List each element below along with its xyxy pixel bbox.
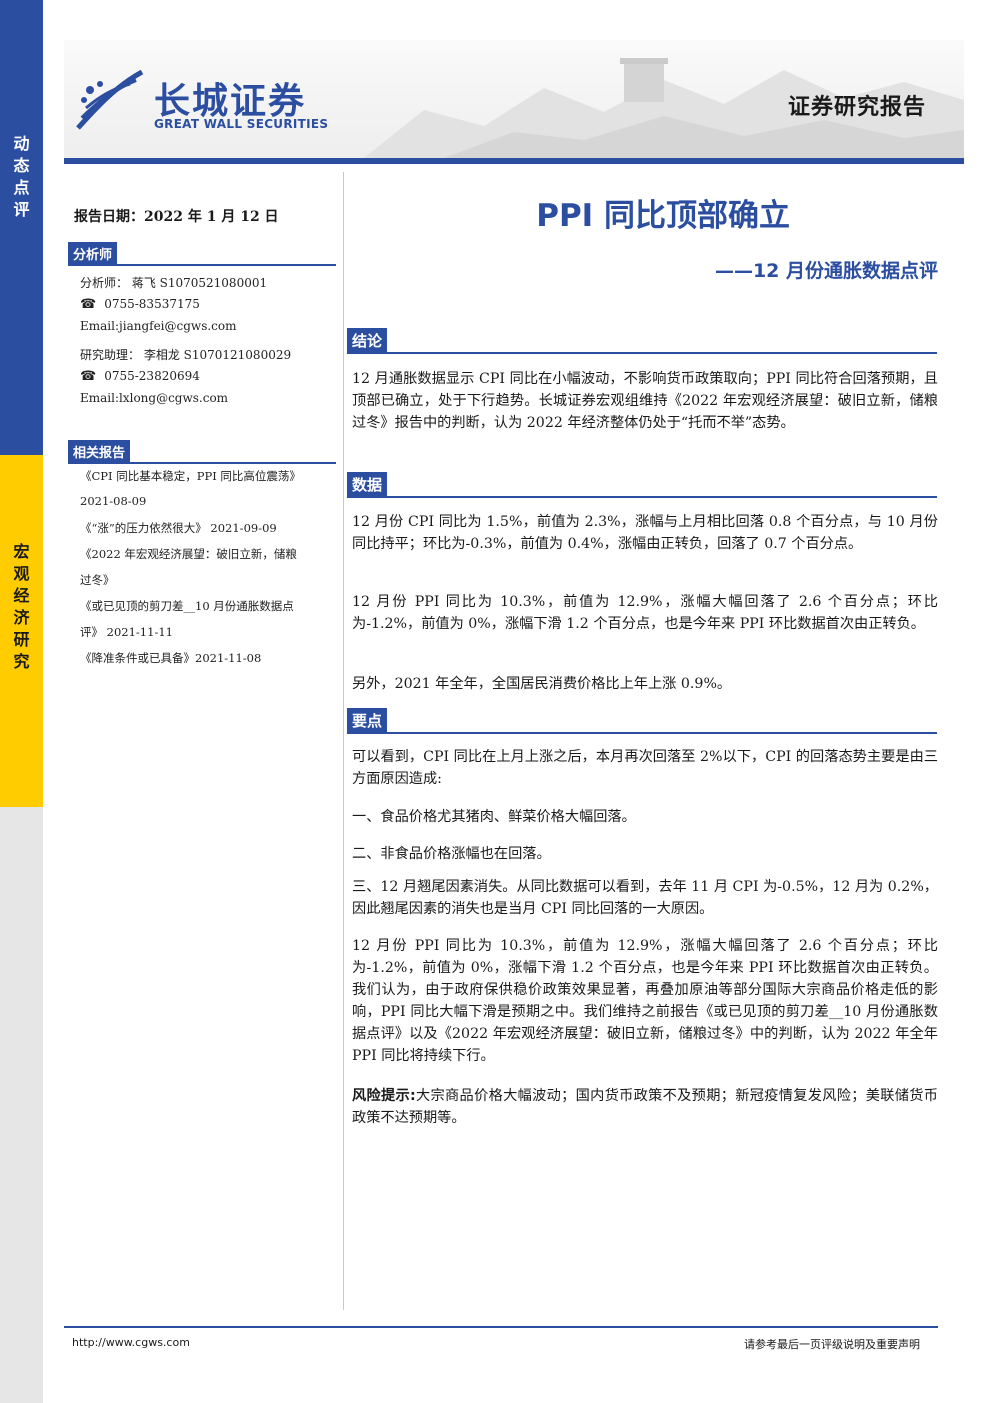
sidebar-subject-label: 宏观经济研究 [13,542,30,671]
sidebar-subject-block [0,455,43,807]
header-rule [64,158,964,164]
analyst-phone: ☎0755-83537175 [80,297,200,312]
analyst-email: Email:jiangfei@cgws.com [80,319,237,333]
analyst-name: 分析师： 蒋飞 S1070521080001 [80,276,268,290]
related-report-item: 评》 2021-11-11 [80,625,173,639]
risk-warning: 风险提示:大宗商品价格大幅波动；国内货币政策不及预期；新冠疫情复发风险；美联储货… [352,1085,938,1129]
sidebar-category-block [0,0,43,455]
data-paragraph-annual: 另外，2021 年全年，全国居民消费价格比上年上涨 0.9%。 [352,676,732,692]
sidebar-category-label: 动态点评 [13,134,30,219]
related-report-item: 《CPI 同比基本稳定，PPI 同比高位震荡》 [80,469,301,483]
points-section-tag: 要点 [347,708,937,734]
related-report-item: 《或已见顶的剪刀差__10 月份通胀数据点 [80,599,294,613]
risk-warning-label: 风险提示: [352,1088,416,1104]
data-paragraph-ppi: 12 月份 PPI 同比为 10.3%，前值为 12.9%，涨幅大幅回落了 2.… [352,594,938,632]
report-title: PPI 同比顶部确立 [536,198,790,234]
conclusion-paragraph: 12 月通胀数据显示 CPI 同比在小幅波动，不影响货币政策取向；PPI 同比符… [352,371,938,431]
related-report-item: 2021-08-09 [80,494,147,508]
logo-en-text: GREAT WALL SECURITIES [154,117,329,131]
related-report-item: 过冬》 [80,573,115,587]
points-paragraph-ppi: 12 月份 PPI 同比为 10.3%，前值为 12.9%，涨幅大幅回落了 2.… [352,938,938,1064]
assistant-phone: ☎0755-23820694 [80,369,200,384]
conclusion-section-tag: 结论 [347,328,937,354]
report-date: 报告日期：2022 年 1 月 12 日 [74,209,279,225]
phone-icon: ☎ [80,369,97,384]
analyst-section-tag: 分析师 [68,242,336,266]
related-report-item: 《“涨”的压力依然很大》 2021-09-09 [80,521,277,535]
points-paragraph-nonfood: 二、非食品价格涨幅也在回落。 [352,846,551,862]
footer-disclaimer-note: 请参考最后一页评级说明及重要声明 [744,1338,920,1351]
great-wall-logo-icon [76,69,144,130]
related-report-item: 《降准条件或已具备》2021-11-08 [80,651,262,665]
risk-warning-text: 大宗商品价格大幅波动；国内货币政策不及预期；新冠疫情复发风险；美联储货币政策不达… [352,1088,938,1126]
data-section-tag: 数据 [347,472,937,498]
assistant-name: 研究助理： 李相龙 S1070121080029 [80,348,292,362]
assistant-email: Email:lxlong@cgws.com [80,391,229,405]
report-subtitle: ——12 月份通胀数据点评 [714,260,938,282]
logo-cn-text: 长城证券 [154,81,307,122]
great-wall-landscape-image [64,40,964,158]
points-paragraph-intro: 可以看到，CPI 同比在上月上涨之后，本月再次回落至 2%以下，CPI 的回落态… [352,749,938,787]
footer-rule [64,1326,938,1328]
footer-url-link[interactable]: http://www.cgws.com [72,1336,190,1349]
points-paragraph-carryover: 三、12 月翘尾因素消失。从同比数据可以看到，去年 11 月 CPI 为-0.5… [352,879,938,917]
page-header: 长城证券 GREAT WALL SECURITIES 证券研究报告 [64,40,964,158]
report-type-label: 证券研究报告 [787,95,926,120]
column-divider [343,172,344,1310]
data-paragraph-cpi: 12 月份 CPI 同比为 1.5%，前值为 2.3%，涨幅与上月相比回落 0.… [352,514,938,552]
phone-icon: ☎ [80,297,97,312]
points-paragraph-food: 一、食品价格尤其猪肉、鲜菜价格大幅回落。 [352,809,636,825]
related-report-item: 《2022 年宏观经济展望：破旧立新，储粮 [80,547,297,561]
related-reports-tag: 相关报告 [68,440,336,464]
